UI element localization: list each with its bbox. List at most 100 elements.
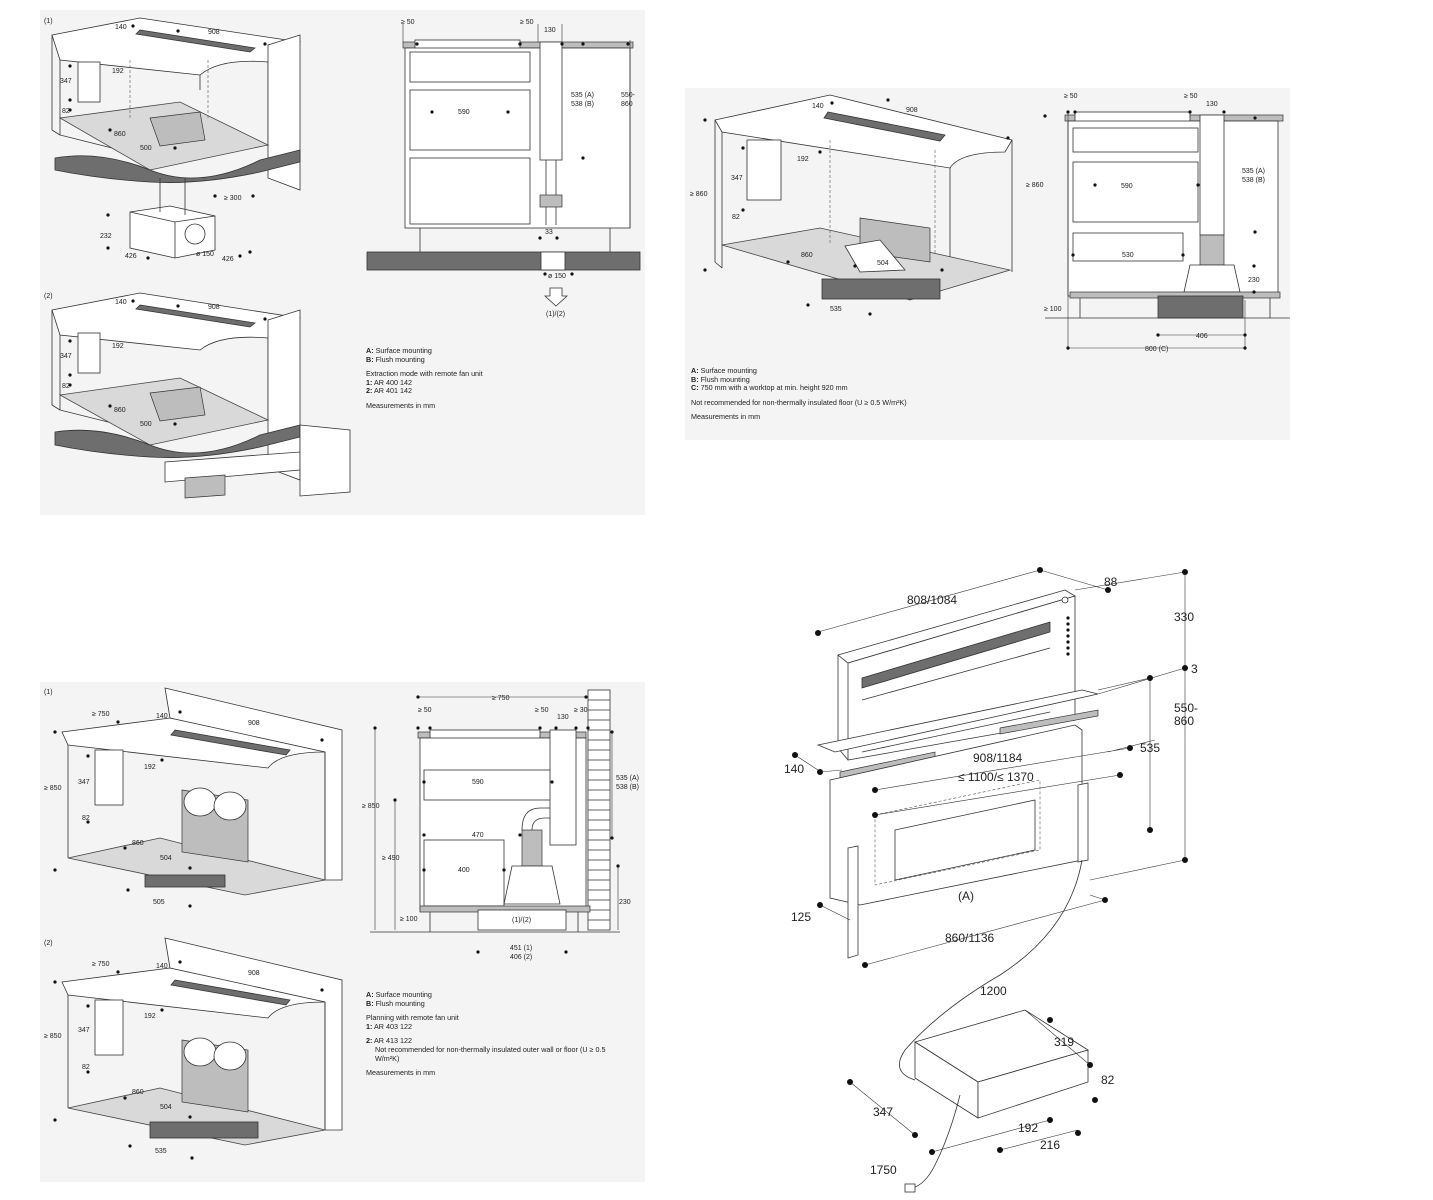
section-33: 33 — [545, 229, 553, 236]
tr-section-590: 590 — [1121, 183, 1133, 190]
tr-dim-535: 535 — [830, 306, 842, 313]
fig2-dim-192: 192 — [112, 343, 124, 350]
bl-section-451: 451 (1) — [510, 945, 532, 952]
fig2-dim-860: 860 — [114, 407, 126, 414]
bl2-dim-140: 140 — [156, 963, 168, 970]
figure-2-label: (2) — [44, 293, 53, 300]
bl-section-fig12: (1)/(2) — [512, 917, 531, 924]
fig2-dim-908: 908 — [208, 304, 220, 311]
br-dim-1750: 1750 — [870, 1163, 897, 1177]
bl1-dim-192: 192 — [144, 764, 156, 771]
bl-note-planning: Planning with remote fan unit — [366, 1013, 459, 1023]
bl-section-130: 130 — [557, 714, 569, 721]
section-ge50-b: ≥ 50 — [520, 19, 534, 26]
dim-82: 82 — [62, 108, 70, 115]
br-dim-330: 330 — [1174, 610, 1194, 624]
tr-section-538-b: 538 (B) — [1242, 177, 1265, 184]
figure-1-isometric-cabinet-bottom: (1) ≥ 750 140 908 ≥ 850 347 192 82 860 5… — [44, 687, 343, 908]
section-860: 860 — [621, 101, 633, 108]
dim-232: 232 — [100, 233, 112, 240]
tr-note-a-text: Surface mounting — [700, 366, 757, 375]
bl2-dim-850: ≥ 850 — [44, 1033, 62, 1040]
note-a-text: Surface mounting — [375, 346, 432, 355]
note-b-key: B: — [366, 354, 374, 364]
dim-300: ≥ 300 — [224, 195, 242, 202]
bl-section-ge30: ≥ 30 — [574, 707, 588, 714]
downdraft-product-drawing: 808/1084 88 330 3 550- 860 535 140 908/1… — [784, 567, 1198, 1193]
dim-500: 500 — [140, 145, 152, 152]
br-dim-860: 860 — [1174, 714, 1194, 728]
section-535-a: 535 (A) — [571, 92, 594, 99]
bl-section-406: 406 (2) — [510, 954, 532, 961]
bl-section-850: ≥ 850 — [362, 803, 380, 810]
tr-note-b-key: B: — [691, 374, 699, 384]
br-dim-347: 347 — [873, 1105, 893, 1119]
bl2-dim-82: 82 — [82, 1064, 90, 1071]
br-dim-1200: 1200 — [980, 984, 1007, 998]
note-measurements: Measurements in mm — [366, 400, 436, 410]
bl-note-b-key: B: — [366, 998, 374, 1008]
bl-figure-2-label: (2) — [44, 940, 53, 947]
tr-dim-140: 140 — [812, 103, 824, 110]
tr-dim-908: 908 — [906, 107, 918, 114]
isometric-cabinet-top-right: 140 908 ≥ 860 347 192 82 860 504 535 — [690, 94, 1013, 316]
dim-150: ø 150 — [196, 251, 214, 258]
bl1-dim-908: 908 — [248, 720, 260, 727]
notes-bottom-left: A: Surface mounting B: Flush mounting Pl… — [366, 990, 631, 1084]
bl1-dim-140: 140 — [156, 713, 168, 720]
bl-note-2-detail: Not recommended for non-thermally insula… — [375, 1044, 606, 1063]
br-dim-125: 125 — [791, 910, 811, 924]
bl1-dim-860: 860 — [132, 840, 144, 847]
bl-section-535-a: 535 (A) — [616, 775, 639, 782]
bl-note-1-text: AR 403 122 — [374, 1021, 412, 1031]
fig2-dim-500: 500 — [140, 421, 152, 428]
br-dim-908-1184: 908/1184 — [973, 751, 1022, 765]
figure-1-isometric-cabinet: (1) 140 908 347 192 82 860 500 ≥ 300 232… — [44, 17, 302, 263]
bl-section-100: ≥ 100 — [400, 916, 418, 923]
tr-dim-860h: ≥ 860 — [690, 191, 708, 198]
note-2-key: 2: — [366, 386, 373, 396]
tr-note-a-key: A: — [691, 366, 699, 375]
bl-section-538-b: 538 (B) — [616, 784, 639, 791]
bl2-dim-535: 535 — [155, 1148, 167, 1155]
dim-192: 192 — [112, 68, 124, 75]
bl1-dim-850: ≥ 850 — [44, 785, 62, 792]
tr-section-100: ≥ 100 — [1044, 306, 1062, 313]
bl2-dim-504: 504 — [160, 1104, 172, 1111]
tr-section-230: 230 — [1248, 277, 1260, 284]
tr-section-130: 130 — [1206, 101, 1218, 108]
dim-908: 908 — [208, 29, 220, 36]
tr-section-800: 800 (C) — [1145, 346, 1168, 353]
tr-section-406: 406 — [1196, 333, 1208, 340]
tr-section-860: ≥ 860 — [1026, 182, 1044, 189]
bl1-dim-504: 504 — [160, 855, 172, 862]
br-dim-140: 140 — [784, 762, 804, 776]
notes-top-right: A: Surface mounting B: Flush mounting C:… — [691, 366, 1021, 428]
bl-section-590: 590 — [472, 779, 484, 786]
tr-note-measurements: Measurements in mm — [691, 412, 761, 422]
section-fig12: (1)/(2) — [546, 311, 565, 318]
section-130: 130 — [544, 27, 556, 34]
br-dim-319: 319 — [1054, 1035, 1074, 1049]
tr-dim-504: 504 — [877, 260, 889, 267]
section-150: ø 150 — [548, 273, 566, 280]
section-ge50-a: ≥ 50 — [401, 19, 415, 26]
tr-dim-860: 860 — [801, 252, 813, 259]
br-dim-535: 535 — [1140, 741, 1160, 755]
section-view-top-right: ≥ 50 ≥ 50 130 ≥ 860 590 535 (A) 538 (B) … — [1026, 93, 1290, 353]
bl-note-measurements: Measurements in mm — [366, 1068, 436, 1078]
bl1-dim-750: ≥ 750 — [92, 711, 110, 718]
bl2-dim-860: 860 — [132, 1089, 144, 1096]
fig2-dim-82: 82 — [62, 383, 70, 390]
tr-note-b-text: Flush mounting — [700, 374, 750, 384]
br-dim-216: 216 — [1040, 1138, 1060, 1152]
bl-section-490: ≥ 490 — [382, 855, 400, 862]
tr-note-floor: Not recommended for non-thermally insula… — [691, 397, 907, 407]
bl-note-2-text: AR 413 122 — [374, 1036, 412, 1046]
note-2-text: AR 401 142 — [374, 386, 412, 396]
tr-note-c-text: 750 mm with a worktop at min. height 920… — [700, 383, 848, 393]
tr-dim-192: 192 — [797, 156, 809, 163]
dim-860: 860 — [114, 131, 126, 138]
bl-note-b-text: Flush mounting — [375, 998, 425, 1008]
fig2-dim-347: 347 — [60, 353, 72, 360]
